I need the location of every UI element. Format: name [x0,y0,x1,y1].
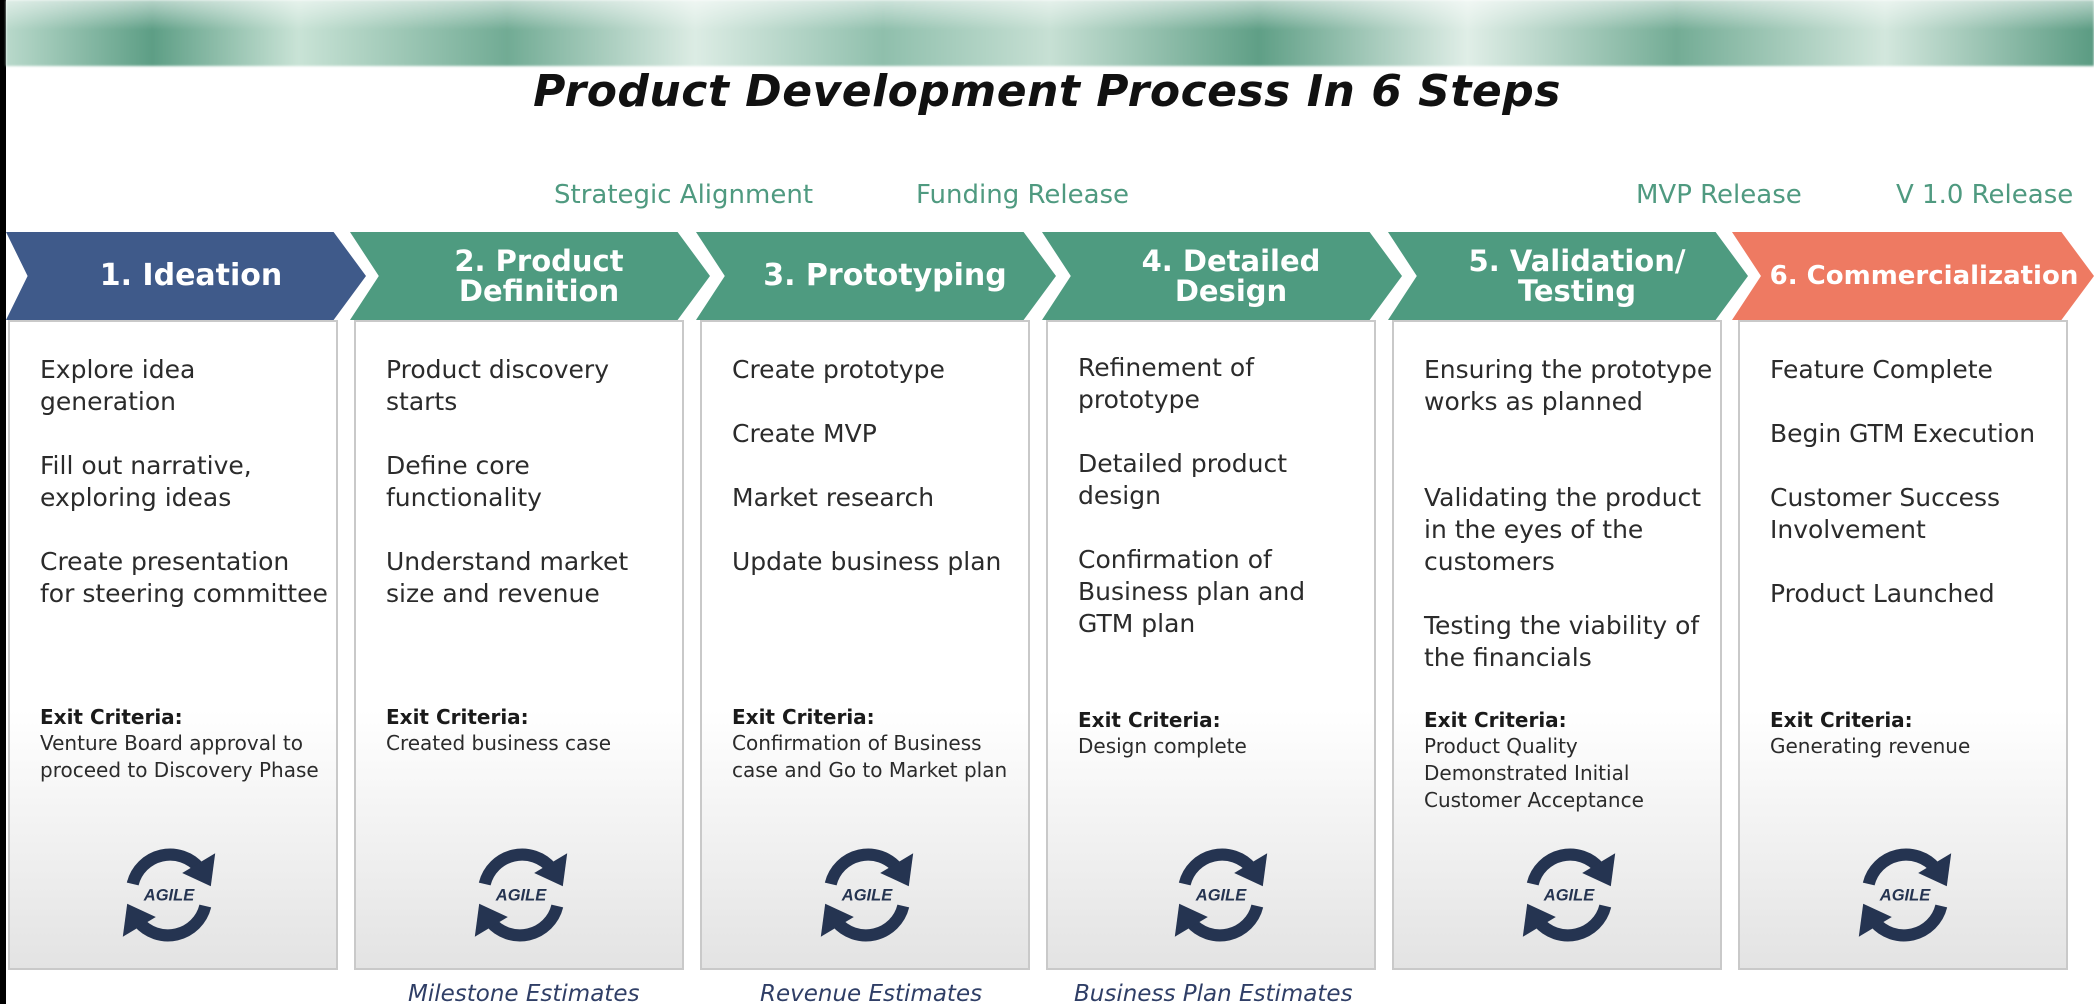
footer-business-plan-estimates: Business Plan Estimates [1074,981,1353,1007]
step-3-item-4: Update business plan [732,547,1002,576]
step-5-item-3: Testing the viability of the financials [1424,611,1700,672]
step-5-label: 5. Validation/ Testing [1468,244,1686,308]
step-4-exit-title: Exit Criteria: [1078,708,1221,732]
agile-cycle-icon: AGILE [1174,848,1268,942]
step-1-card: Explore idea generation Fill out narrati… [8,320,338,970]
agile-text: AGILE [841,887,893,905]
step-4-card: Refinement of prototype Detailed product… [1046,320,1376,970]
step-6-item-1: Feature Complete [1770,355,1993,384]
step-3-item-2: Create MVP [732,419,877,448]
step-6-label: 6. Commercialization [1769,261,2079,291]
step-5-item-2: Validating the product in the eyes of th… [1424,483,1702,576]
step-4-item-2: Detailed product design [1078,449,1287,510]
milestone-strategic-alignment: Strategic Alignment [554,180,814,210]
milestone-v1-release: V 1.0 Release [1896,180,2074,210]
agile-cycle-icon: AGILE [1522,848,1616,942]
step-1-item-1: Explore idea generation [40,355,196,416]
step-5-card: Ensuring the prototype works as planned … [1392,320,1722,970]
step-5-item-1: Ensuring the prototype works as planned [1424,355,1713,416]
step-3-chevron: 3. Prototyping [696,232,1056,320]
agile-text: AGILE [1543,887,1595,905]
milestone-funding-release: Funding Release [916,180,1130,210]
agile-text: AGILE [1195,887,1247,905]
agile-cycle-icon: AGILE [1858,848,1952,942]
step-1-exit-text: Venture Board approval to proceed to Dis… [40,731,319,782]
step-4-chevron: 4. Detailed Design [1042,232,1402,320]
step-5-exit-text: Product Quality Demonstrated Initial Cus… [1424,734,1644,812]
step-4-item-1: Refinement of prototype [1078,353,1255,414]
step-6-item-4: Product Launched [1770,579,1995,608]
step-6-item-2: Begin GTM Execution [1770,419,2036,448]
agile-cycle-icon: AGILE [474,848,568,942]
step-5-exit-title: Exit Criteria: [1424,708,1567,732]
step-3-item-3: Market research [732,483,935,512]
step-6-item-3: Customer Success Involvement [1770,483,2001,544]
step-3-item-1: Create prototype [732,355,945,384]
step-2-exit-text: Created business case [386,731,612,755]
step-1-chevron: 1. Ideation [6,232,366,320]
step-2-item-3: Understand market size and revenue [386,547,629,608]
agile-cycle-icon: AGILE [122,848,216,942]
step-1-item-3: Create presentation for steering committ… [40,547,328,608]
agile-text: AGILE [495,887,547,905]
step-2-item-1: Product discovery starts [386,355,609,416]
step-6-chevron: 6. Commercialization [1732,232,2094,320]
step-1-exit-title: Exit Criteria: [40,705,183,729]
step-4-exit-text: Design complete [1078,734,1247,758]
step-1-item-2: Fill out narrative, exploring ideas [40,451,252,512]
step-3-exit-title: Exit Criteria: [732,705,875,729]
step-4-item-3: Confirmation of Business plan and GTM pl… [1078,545,1306,638]
step-2-label: 2. Product Definition [454,244,624,308]
footer-milestone-estimates: Milestone Estimates [408,981,640,1007]
agile-text: AGILE [1879,887,1931,905]
step-6-exit-text: Generating revenue [1770,734,1971,758]
page-title: Product Development Process In 6 Steps [533,66,1561,117]
milestone-mvp-release: MVP Release [1636,180,1802,210]
agile-cycle-icon: AGILE [820,848,914,942]
step-6-card: Feature Complete Begin GTM Execution Cus… [1738,320,2068,970]
step-3-card: Create prototype Create MVP Market resea… [700,320,1030,970]
step-3-exit-text: Confirmation of Business case and Go to … [732,731,1008,782]
step-2-card: Product discovery starts Define core fun… [354,320,684,970]
step-1-label: 1. Ideation [99,258,283,293]
step-4-label: 4. Detailed Design [1141,244,1321,308]
step-5-chevron: 5. Validation/ Testing [1388,232,1748,320]
step-6-exit-title: Exit Criteria: [1770,708,1913,732]
step-3-label: 3. Prototyping [763,258,1007,293]
decorative-header-band [6,0,2094,66]
left-edge-strip [0,0,6,1004]
agile-text: AGILE [143,887,195,905]
footer-revenue-estimates: Revenue Estimates [760,981,983,1007]
step-2-exit-title: Exit Criteria: [386,705,529,729]
step-2-item-2: Define core functionality [386,451,542,512]
step-2-chevron: 2. Product Definition [350,232,710,320]
